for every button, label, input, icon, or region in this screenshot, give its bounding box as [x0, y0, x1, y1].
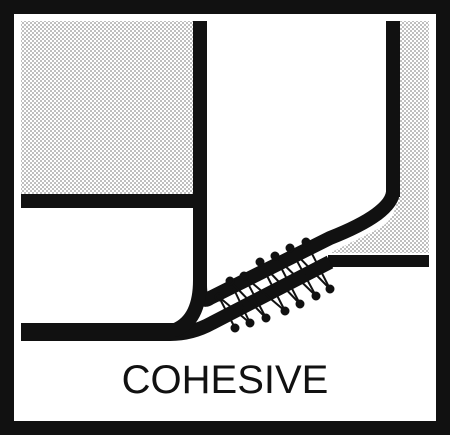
left-vertical-to-bottom-curve	[21, 279, 207, 337]
lower-right-divider	[328, 255, 429, 267]
stippled-panel-left	[21, 21, 194, 196]
caption-label: COHESIVE	[121, 358, 329, 402]
stippled-panel-right	[330, 21, 429, 253]
left-divider-bar	[21, 194, 206, 208]
stitches	[214, 237, 335, 333]
